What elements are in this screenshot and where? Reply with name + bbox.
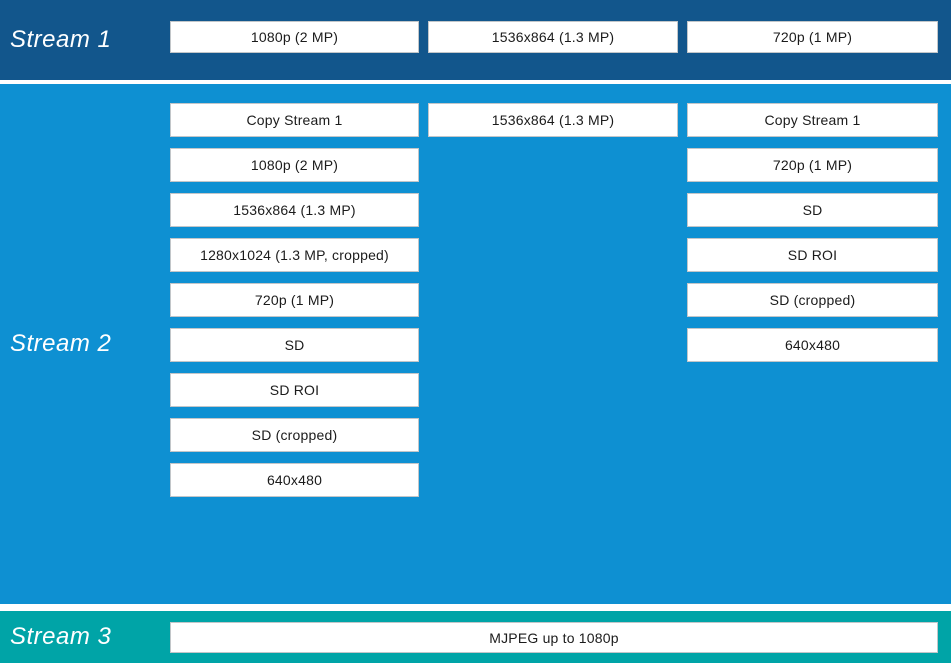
stream-3-band: Stream 3 MJPEG up to 1080p <box>0 611 951 663</box>
option-sd-cropped: SD (cropped) <box>687 283 938 317</box>
option-sd-cropped: SD (cropped) <box>170 418 419 452</box>
stream-1-label: Stream 1 <box>10 26 112 53</box>
option-copy-stream-1: Copy Stream 1 <box>170 103 419 137</box>
option-mjpeg-up-to-1080p: MJPEG up to 1080p <box>170 622 938 653</box>
option-1536x864-1-3mp: 1536x864 (1.3 MP) <box>428 21 678 53</box>
stream-1-column-2: 1536x864 (1.3 MP) <box>428 21 678 53</box>
stream-3-label: Stream 3 <box>10 623 112 650</box>
stream-2-column-2: 1536x864 (1.3 MP) <box>428 103 678 137</box>
option-720p-1mp: 720p (1 MP) <box>687 148 938 182</box>
option-1080p-2mp: 1080p (2 MP) <box>170 21 419 53</box>
stream-1-band: Stream 1 1080p (2 MP) 1536x864 (1.3 MP) … <box>0 0 951 80</box>
stream-2-label: Stream 2 <box>10 330 112 357</box>
option-720p-1mp: 720p (1 MP) <box>170 283 419 317</box>
option-sd: SD <box>687 193 938 227</box>
stream-1-column-1: 1080p (2 MP) <box>170 21 419 53</box>
option-720p-1mp: 720p (1 MP) <box>687 21 938 53</box>
option-1080p-2mp: 1080p (2 MP) <box>170 148 419 182</box>
stream-2-column-3: Copy Stream 1 720p (1 MP) SD SD ROI SD (… <box>687 103 938 362</box>
option-640x480: 640x480 <box>687 328 938 362</box>
stream-1-column-3: 720p (1 MP) <box>687 21 938 53</box>
option-1536x864-1-3mp: 1536x864 (1.3 MP) <box>428 103 678 137</box>
option-640x480: 640x480 <box>170 463 419 497</box>
stream-2-column-1: Copy Stream 1 1080p (2 MP) 1536x864 (1.3… <box>170 103 419 497</box>
option-1536x864-1-3mp: 1536x864 (1.3 MP) <box>170 193 419 227</box>
option-1280x1024-1-3mp-cropped: 1280x1024 (1.3 MP, cropped) <box>170 238 419 272</box>
option-sd: SD <box>170 328 419 362</box>
option-sd-roi: SD ROI <box>687 238 938 272</box>
stream-2-band: Stream 2 Copy Stream 1 1080p (2 MP) 1536… <box>0 84 951 604</box>
option-copy-stream-1: Copy Stream 1 <box>687 103 938 137</box>
option-sd-roi: SD ROI <box>170 373 419 407</box>
